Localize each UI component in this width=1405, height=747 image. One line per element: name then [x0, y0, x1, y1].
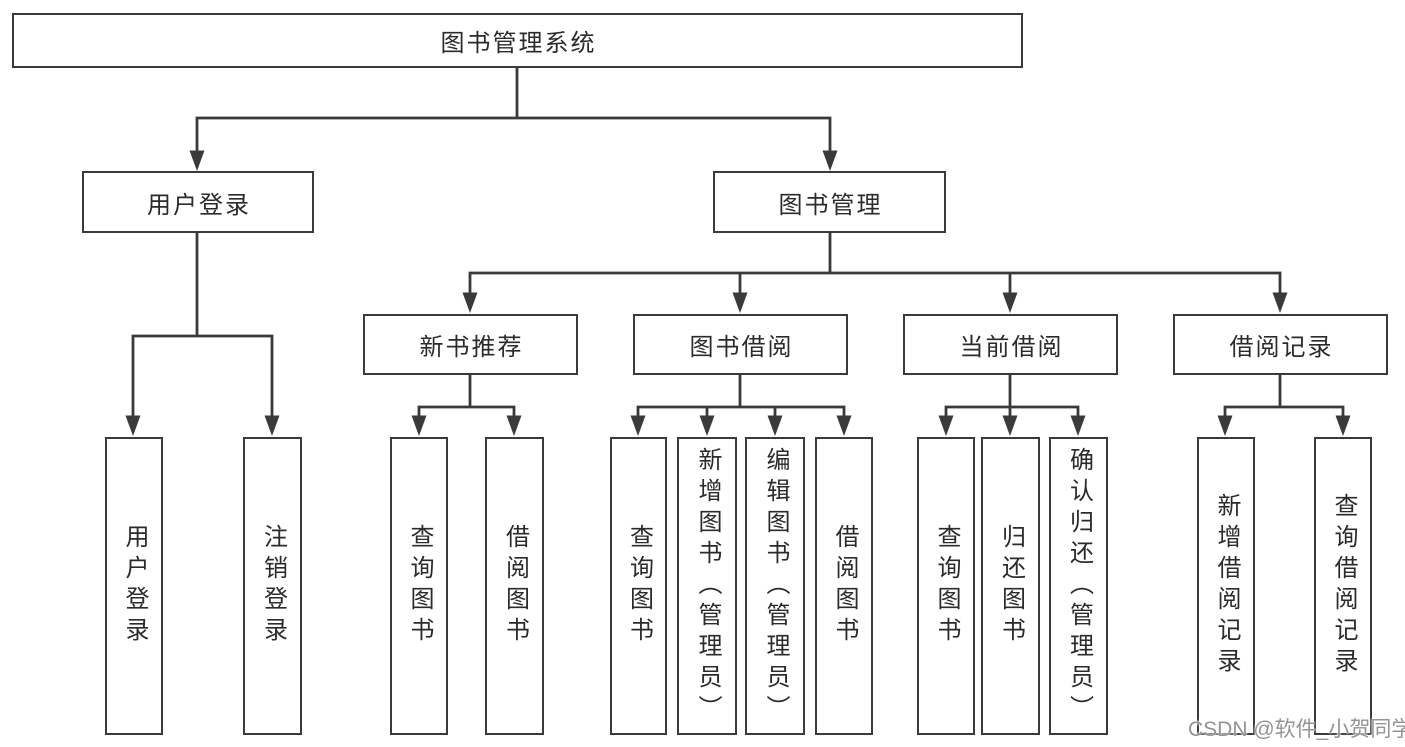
- leaf-query-borrow-record: 查询借阅记录: [1314, 437, 1372, 735]
- leaf-query-books-recommend-label: 查询图书: [406, 524, 433, 648]
- csdn-watermark: CSDN @软件_小贺同学: [1188, 718, 1405, 741]
- leaf-edit-book-admin: 编辑图书（管理员）: [745, 437, 805, 735]
- leaf-borrow-books-recommend: 借阅图书: [485, 437, 544, 735]
- leaf-return-book: 归还图书: [981, 437, 1040, 735]
- edge-book-management-to-level3: [462, 233, 1288, 313]
- node-new-book-recommend-label: 新书推荐: [419, 334, 524, 361]
- edge-root-to-level2: [189, 68, 838, 171]
- leaf-logout: 注销登录: [243, 437, 302, 735]
- node-book-borrow: 图书借阅: [633, 314, 848, 375]
- leaf-borrow-books-recommend-label: 借阅图书: [501, 524, 529, 648]
- leaf-confirm-return-admin-label: 确认归还（管理员）: [1065, 446, 1093, 726]
- leaf-query-books-recommend: 查询图书: [390, 437, 448, 735]
- leaf-query-books-borrow: 查询图书: [610, 437, 667, 735]
- leaf-query-books-current-label: 查询图书: [933, 524, 960, 648]
- leaf-add-book-admin-label: 新增图书（管理员）: [694, 446, 721, 726]
- node-book-borrow-label: 图书借阅: [689, 334, 794, 361]
- edge-book-borrow-to-leaves: [630, 375, 852, 436]
- node-user-login: 用户登录: [82, 171, 314, 233]
- node-borrow-records-label: 借阅记录: [1229, 334, 1334, 361]
- leaf-add-borrow-record: 新增借阅记录: [1197, 437, 1255, 735]
- node-user-login-label: 用户登录: [147, 191, 251, 219]
- node-current-borrow-label: 当前借阅: [959, 334, 1064, 361]
- leaf-borrow-books-label: 借阅图书: [831, 524, 858, 648]
- node-book-management: 图书管理: [713, 171, 946, 233]
- leaf-add-book-admin: 新增图书（管理员）: [677, 437, 737, 735]
- leaf-borrow-books: 借阅图书: [815, 437, 873, 735]
- leaf-edit-book-admin-label: 编辑图书（管理员）: [762, 446, 789, 726]
- leaf-query-borrow-record-label: 查询借阅记录: [1330, 493, 1357, 679]
- node-current-borrow: 当前借阅: [903, 314, 1118, 375]
- leaf-return-book-label: 归还图书: [997, 524, 1025, 648]
- node-book-management-label: 图书管理: [778, 191, 883, 219]
- leaf-user-login-label: 用户登录: [121, 524, 148, 648]
- edge-current-borrow-to-leaves: [938, 375, 1086, 436]
- leaf-user-login: 用户登录: [105, 437, 163, 735]
- node-new-book-recommend: 新书推荐: [363, 314, 578, 375]
- leaf-logout-label: 注销登录: [259, 524, 287, 648]
- leaf-query-books-borrow-label: 查询图书: [625, 524, 653, 648]
- leaf-query-books-current: 查询图书: [917, 437, 975, 735]
- node-borrow-records: 借阅记录: [1173, 314, 1388, 375]
- leaf-confirm-return-admin: 确认归还（管理员）: [1049, 437, 1108, 735]
- edge-user-login-to-leaves: [125, 233, 280, 436]
- edge-borrow-records-to-leaves: [1217, 375, 1351, 436]
- node-root-label: 图书管理系统: [440, 30, 597, 57]
- leaf-add-borrow-record-label: 新增借阅记录: [1213, 493, 1240, 679]
- node-root: 图书管理系统: [12, 13, 1023, 68]
- edge-new-book-recommend-to-leaves: [411, 375, 522, 436]
